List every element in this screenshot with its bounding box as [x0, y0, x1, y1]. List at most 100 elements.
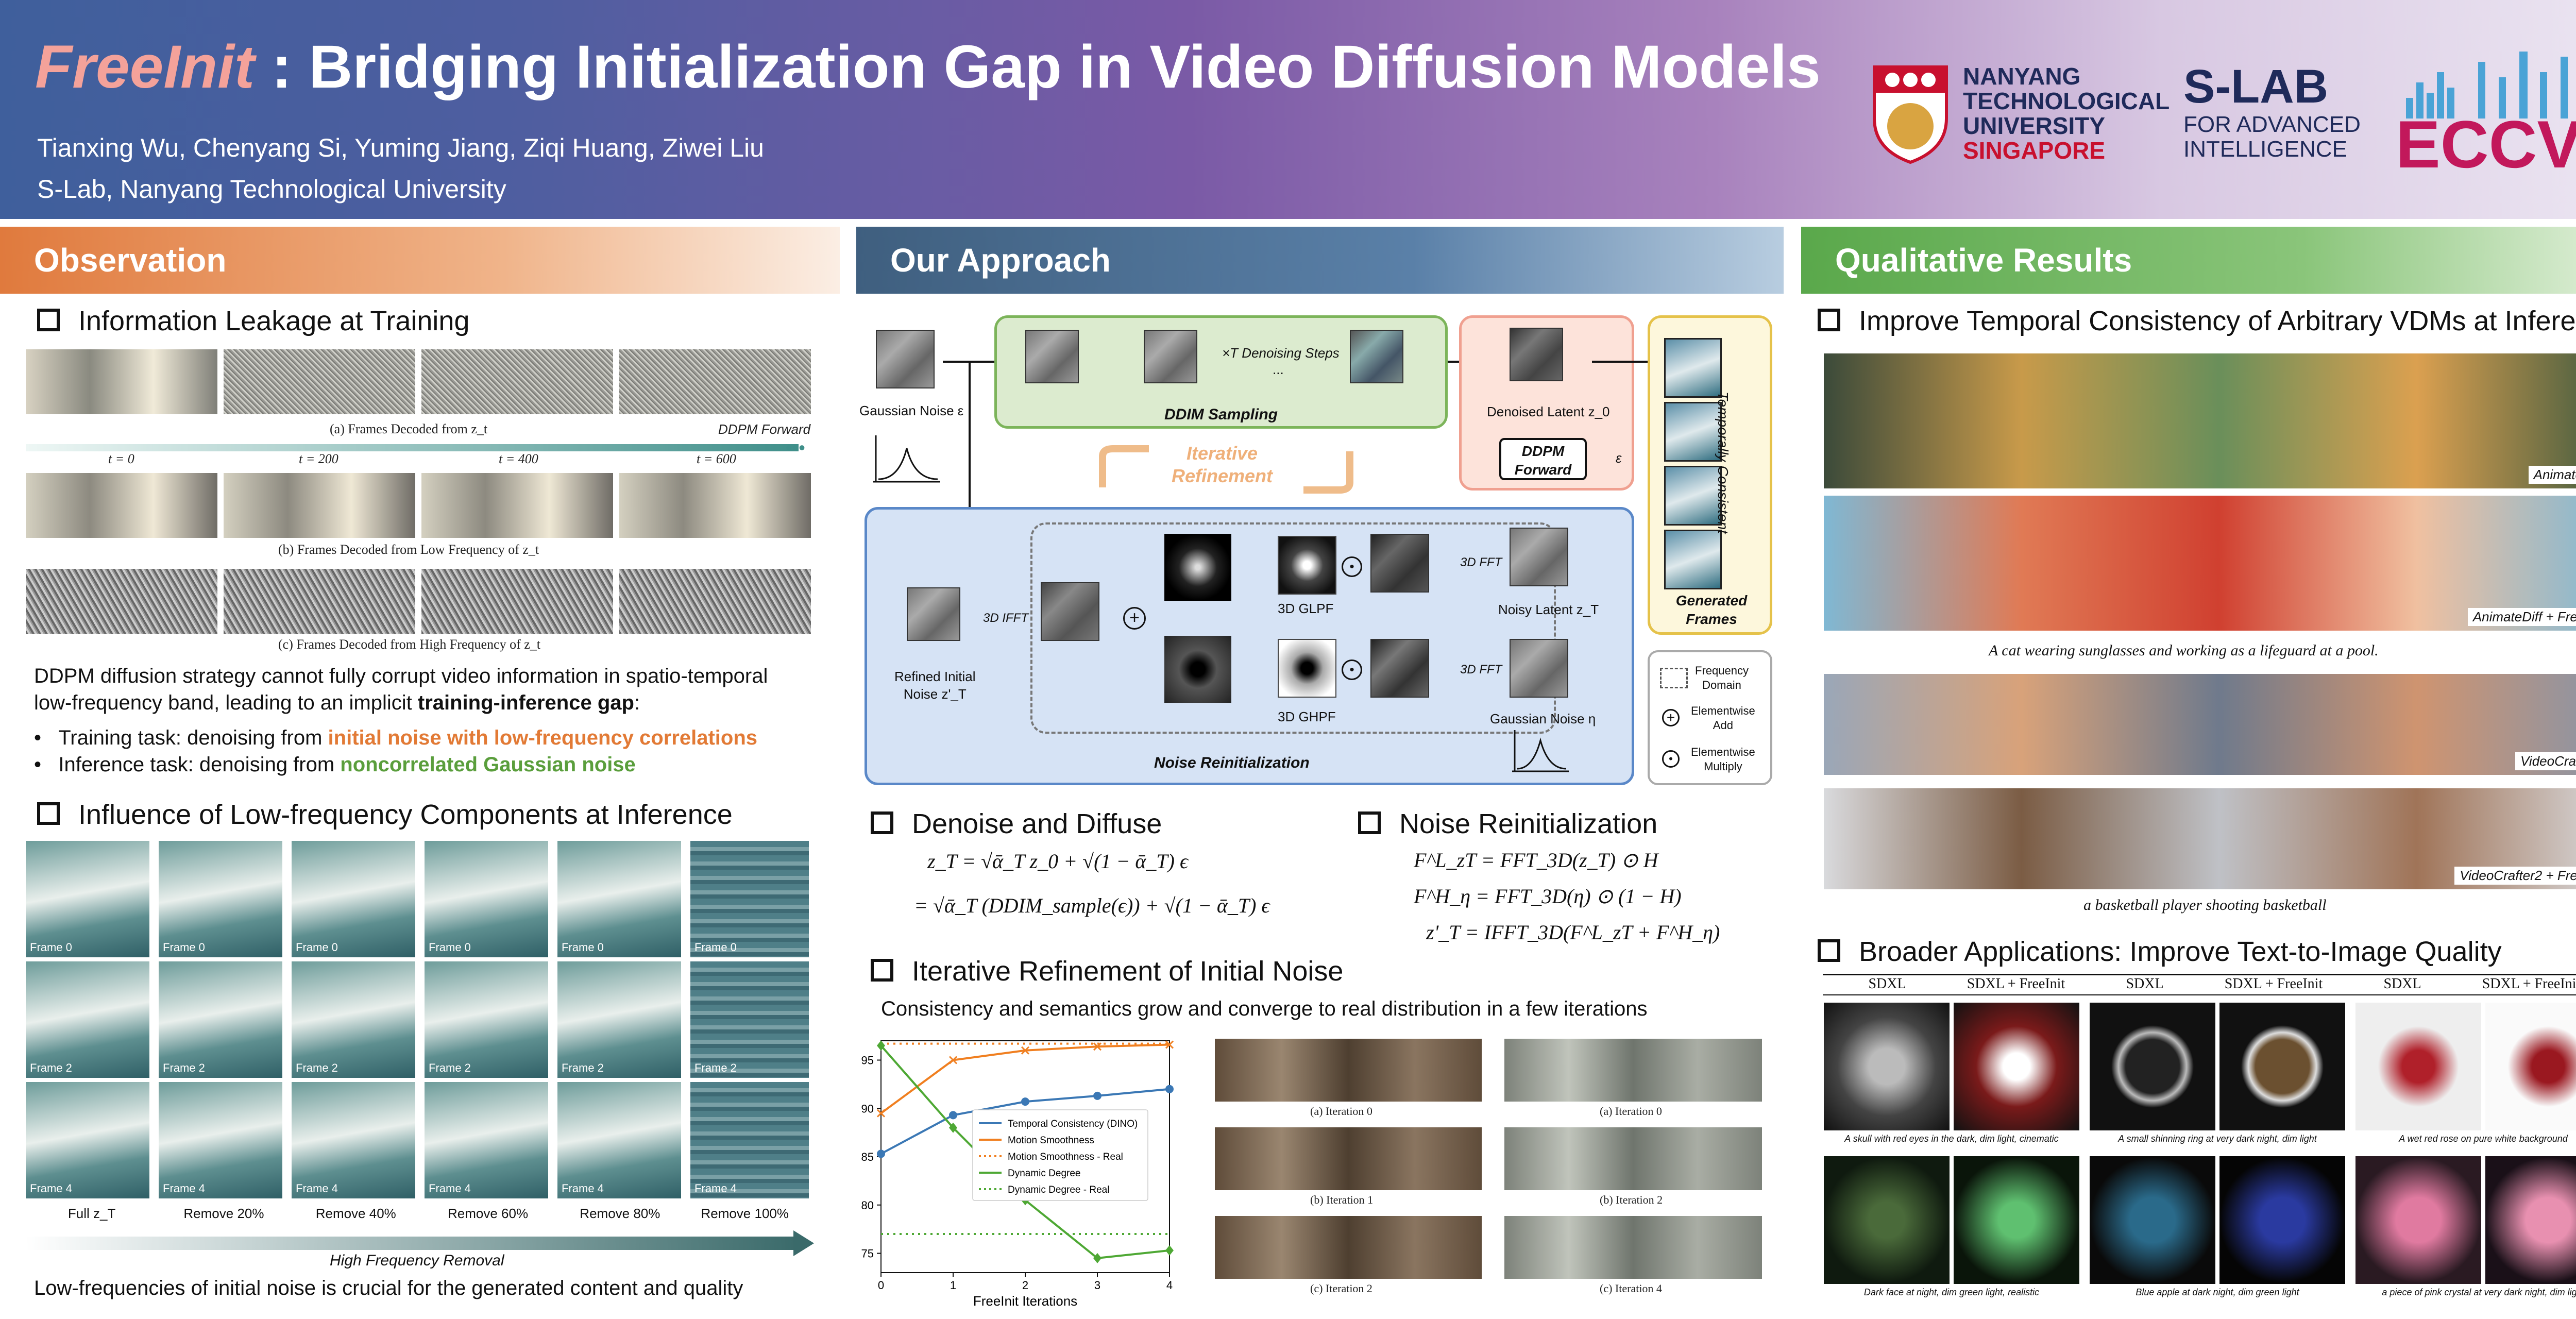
series-point-0: [877, 1149, 885, 1158]
frame-index-label: Frame 0: [694, 941, 737, 954]
temporally-consistent-label: Temporally Consistent: [1715, 392, 1731, 534]
checkbox-square-icon: [871, 811, 893, 834]
iter-grid-1-row-2: [1504, 1216, 1762, 1279]
gen-l2: Frames: [1686, 611, 1737, 627]
qualitative-header: Qualitative Results: [1801, 227, 2576, 294]
denoised-latent-label: Denoised Latent z_0: [1487, 404, 1610, 419]
ghpf-label: 3D GHPF: [1278, 709, 1336, 724]
checkbox-square-icon: [871, 959, 893, 982]
iter-grid-1-row-1: [1504, 1127, 1762, 1190]
series-point-0: [1165, 1085, 1174, 1093]
iter-grid-0-row-2: [1215, 1216, 1482, 1279]
t-label-0: t = 0: [108, 451, 134, 466]
poster-title: FreeInit : Bridging Initialization Gap i…: [35, 32, 1821, 102]
equation-1: z_T = √ᾱ_T z_0 + √(1 − ᾱ_T) ϵ: [927, 850, 1189, 873]
series-point-1: [876, 1109, 886, 1118]
x-axis-label: FreeInit Iterations: [973, 1293, 1077, 1309]
gaussian-curve-icon-2: [1510, 728, 1571, 774]
equation-3: F^L_zT = FFT_3D(z_T) ⊙ H: [1414, 849, 1658, 872]
t2i-image-3-sdxl: [1824, 1156, 1950, 1284]
arrow-to-generated: [1592, 361, 1648, 363]
equation-2: = √ᾱ_T (DDIM_sample(ϵ)) + √(1 − ᾱ_T) ϵ: [914, 894, 1270, 917]
iter-grid-1-caption-0: (a) Iteration 0: [1600, 1105, 1662, 1118]
col-label-60: Remove 60%: [448, 1206, 529, 1221]
x-tick-label: 2: [1022, 1279, 1028, 1292]
legend-multiply-icon: •: [1662, 750, 1680, 768]
surf-frame-r1-c3: Frame 2: [425, 961, 548, 1078]
gaussian-noise-label: Gaussian Noise ε: [859, 403, 964, 418]
frame-index-label: Frame 2: [694, 1061, 737, 1074]
refined-l1: Refined Initial: [894, 669, 976, 684]
legend-mul-l1: Elementwise: [1691, 746, 1755, 758]
t2i-image-3-freeinit: [1954, 1156, 2079, 1284]
t2i-image-0-freeinit: [1954, 1003, 2079, 1130]
surf-frame-r0-c5: Frame 0: [690, 841, 809, 957]
ifft-label: 3D IFFT: [983, 611, 1028, 625]
t2i-caption-4: Blue apple at dark night, dim green ligh…: [2136, 1287, 2299, 1297]
rowA-frame-2: [421, 349, 613, 414]
t-label-400: t = 400: [499, 451, 538, 466]
ghpf-cube-icon: [1278, 639, 1336, 698]
sub-temporal-consistency: Improve Temporal Consistency of Arbitrar…: [1818, 305, 2576, 337]
para-bold: training-inference gap: [417, 691, 634, 714]
surf-frame-r1-c5: Frame 2: [690, 961, 809, 1078]
obs-paragraph-line2: low-frequency band, leading to an implic…: [34, 691, 640, 715]
t2i-image-2-sdxl: [2355, 1003, 2481, 1130]
rowC-frame-1: [224, 569, 415, 634]
iter-grid-0-row-0: [1215, 1039, 1482, 1102]
t2i-image-4-sdxl: [2090, 1156, 2215, 1284]
arrow-refined-up: [969, 361, 971, 608]
rowC-frame-2: [421, 569, 613, 634]
series-point-3: [1093, 1253, 1101, 1263]
sub-temporal-text: Improve Temporal Consistency of Arbitrar…: [1859, 306, 2576, 336]
caption-b: (b) Frames Decoded from Low Frequency of…: [278, 542, 539, 557]
rowA-frame-3: [619, 349, 811, 414]
frame-index-label: Frame 4: [30, 1182, 72, 1195]
legend-mul-l2: Multiply: [1704, 760, 1742, 773]
video-row-tag: VideoCrafter2: [2515, 752, 2576, 770]
noisy-latent-stack: [1510, 528, 1568, 586]
surf-frame-r1-c4: Frame 2: [557, 961, 681, 1078]
ntu-line1: NANYANG: [1963, 63, 2081, 90]
iter-l1: Iterative: [1186, 443, 1258, 464]
noisy-freq-stack: [1370, 534, 1429, 593]
equation-4: F^H_η = FFT_3D(η) ⊙ (1 − H): [1414, 885, 1682, 908]
t2i-caption-2: A wet red rose on pure white background: [2399, 1134, 2568, 1144]
video-row-tag: VideoCrafter2 + FreeInit: [2454, 867, 2576, 885]
denoised-latent-stack: [1510, 328, 1563, 381]
t2i-image-1-sdxl: [2090, 1003, 2215, 1130]
high-freq-spectrum: [1164, 636, 1231, 703]
ddpm-l1: DDPM: [1521, 443, 1565, 459]
ddim-noise-2: [1144, 330, 1197, 383]
video-row-animatediff: [1824, 353, 2576, 488]
t2i-image-5-sdxl: [2355, 1156, 2481, 1284]
ddpm-l2: Forward: [1514, 462, 1572, 478]
affiliation: S-Lab, Nanyang Technological University: [37, 175, 506, 204]
frame-index-label: Frame 0: [429, 941, 471, 954]
surf-frame-r2-c4: Frame 4: [557, 1082, 681, 1198]
legend-add-l2: Add: [1713, 719, 1733, 732]
checkbox-square-icon: [1818, 939, 1840, 962]
t2i-col-head-0: SDXL: [1868, 976, 1906, 992]
legend-label-4: Dynamic Degree - Real: [1008, 1185, 1109, 1195]
gaussian-noise-stack: [876, 330, 935, 388]
t2i-image-2-freeinit: [2485, 1003, 2576, 1130]
gen-l1: Generated: [1675, 593, 1748, 608]
frame-index-label: Frame 0: [296, 941, 338, 954]
legend-freq-icon: [1660, 668, 1688, 688]
frame-index-label: Frame 2: [429, 1061, 471, 1074]
low-freq-spectrum: [1164, 534, 1231, 601]
iter-l2: Refinement: [1171, 465, 1273, 486]
fft-label-top: 3D FFT: [1460, 555, 1502, 569]
legend-label-1: Motion Smoothness: [1008, 1135, 1094, 1146]
surf-frame-r1-c1: Frame 2: [159, 961, 282, 1078]
surf-frame-r0-c4: Frame 0: [557, 841, 681, 957]
combined-freq-stack: [1041, 582, 1099, 641]
fft-label-bottom: 3D FFT: [1460, 663, 1502, 677]
frame-index-label: Frame 4: [562, 1182, 604, 1195]
eccv-text: ECCV: [2396, 107, 2576, 175]
surf-frame-r2-c2: Frame 4: [292, 1082, 415, 1198]
